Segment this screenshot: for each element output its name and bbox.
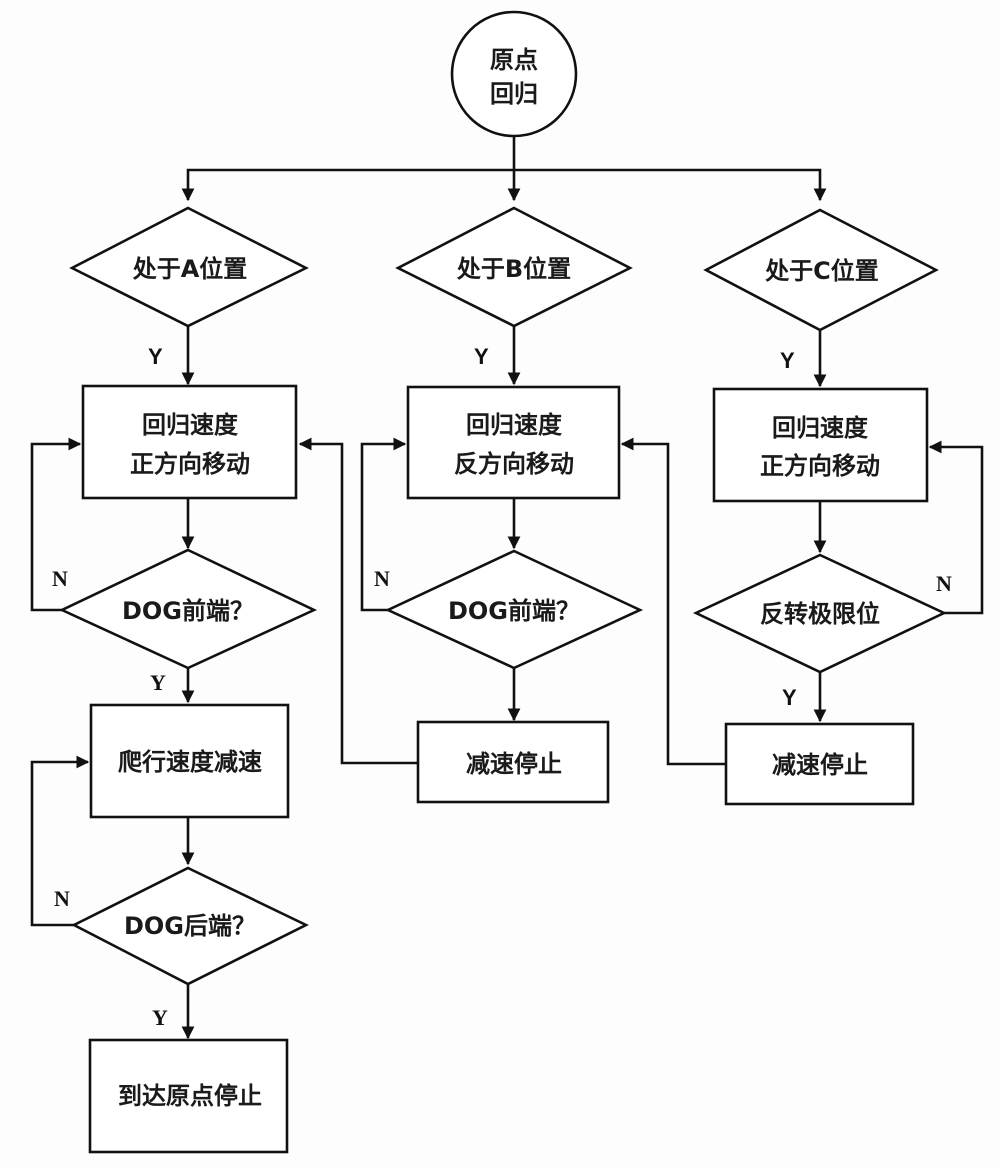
terminal-b-stop xyxy=(416,720,610,804)
label-c-yes: Y xyxy=(780,348,795,373)
decision-c-limit-text: 反转极限位 xyxy=(760,600,880,628)
decision-b-dog-front-text: DOG前端？ xyxy=(448,597,580,625)
process-a-move-line-2: 正方向移动 xyxy=(130,450,250,478)
label-b-dog-front-no: N xyxy=(374,566,390,591)
label-b-yes: Y xyxy=(474,344,489,369)
connector-b-dog-front-no xyxy=(360,437,407,612)
process-a-move xyxy=(81,384,298,500)
start-line-2: 回归 xyxy=(490,80,538,108)
start-circle xyxy=(450,10,578,138)
process-a-creep xyxy=(89,703,290,819)
start-line-1: 原点 xyxy=(490,46,538,74)
connector-start-to-c xyxy=(514,168,827,202)
decision-a-text: 处于A位置 xyxy=(132,255,248,283)
connector-b-stop-to-a-move xyxy=(298,437,418,765)
label-c-limit-no: N xyxy=(936,571,952,596)
terminal-c-stop xyxy=(724,722,915,806)
process-c-move-line-2: 正方向移动 xyxy=(760,452,880,480)
decision-b-text: 处于B位置 xyxy=(456,255,571,283)
connector-start-to-a xyxy=(181,168,514,202)
terminal-c-stop-text: 减速停止 xyxy=(772,751,868,779)
label-a-dog-front-no: N xyxy=(52,566,68,591)
connector-a-dog-front-no xyxy=(30,437,82,612)
process-a-creep-text: 爬行速度减速 xyxy=(118,748,262,776)
connector-c-limit-no xyxy=(928,440,984,615)
start-node: 原点 回归 xyxy=(450,10,578,138)
process-b-move xyxy=(406,385,621,500)
label-a-yes: Y xyxy=(148,344,163,369)
process-c-move-line-1: 回归速度 xyxy=(772,414,869,442)
label-c-limit-yes: Y xyxy=(782,685,797,710)
branch-a: 处于A位置 Y 回归速度 正方向移动 DOG前端？ N Y 爬行速度减速 DOG… xyxy=(30,206,318,1154)
connector-a-dog-back-no xyxy=(30,755,90,927)
process-b-move-line-1: 回归速度 xyxy=(466,411,563,439)
branch-c: 处于C位置 Y 回归速度 正方向移动 反转极限位 N Y 减速停止 xyxy=(620,208,984,806)
process-c-move xyxy=(712,387,929,503)
branch-b: 处于B位置 Y 回归速度 反方向移动 DOG前端？ N 减速停止 xyxy=(298,206,644,804)
decision-c-text: 处于C位置 xyxy=(764,257,879,285)
label-a-dog-back-yes: Y xyxy=(152,1005,168,1030)
decision-a-dog-front-text: DOG前端？ xyxy=(122,597,254,625)
label-a-dog-back-no: N xyxy=(54,886,70,911)
terminal-b-stop-text: 减速停止 xyxy=(466,750,562,778)
process-a-move-line-1: 回归速度 xyxy=(142,411,239,439)
terminal-a-arrive xyxy=(88,1038,289,1154)
terminal-a-arrive-text: 到达原点停止 xyxy=(118,1082,262,1110)
connector-c-stop-to-b-move xyxy=(620,437,726,766)
label-a-dog-front-yes: Y xyxy=(150,670,166,695)
process-b-move-line-2: 反方向移动 xyxy=(454,450,574,478)
distribution-connectors xyxy=(181,136,827,202)
decision-a-dog-back-text: DOG后端？ xyxy=(124,912,256,940)
